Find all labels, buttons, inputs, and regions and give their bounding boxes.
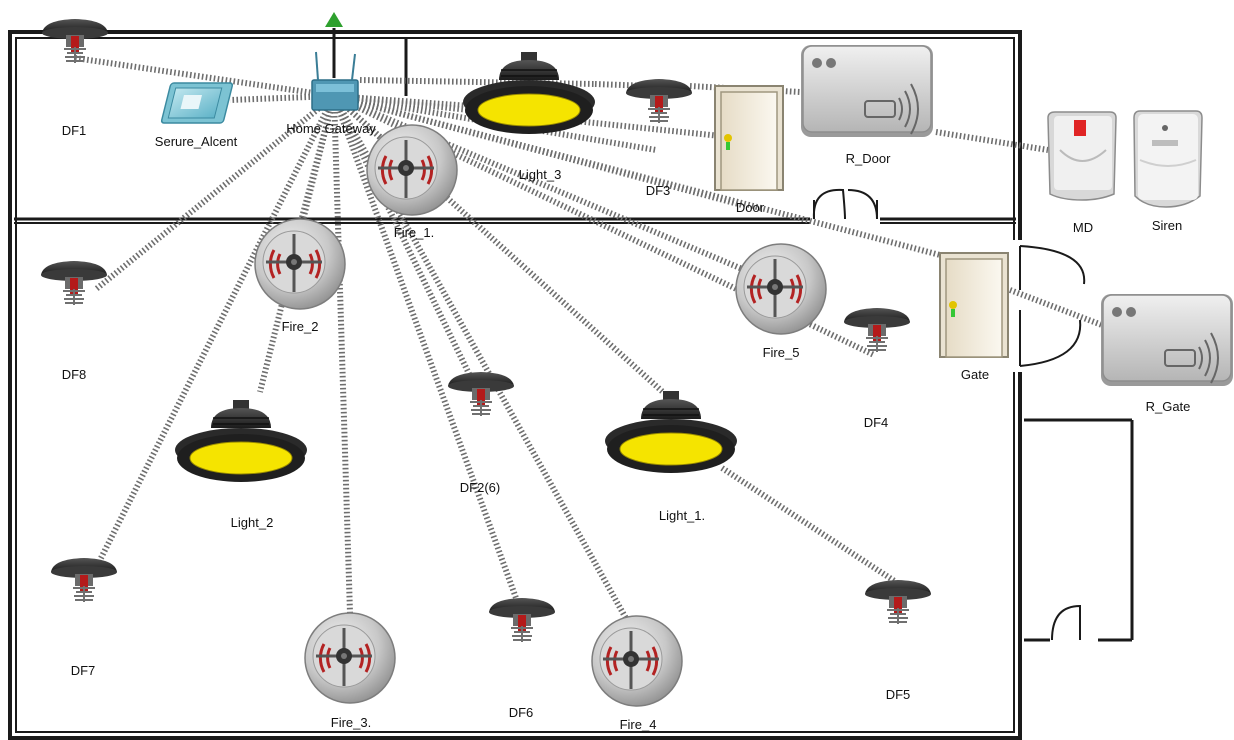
home-gateway-label: Home Gateway — [286, 121, 376, 136]
door-icon[interactable] — [714, 85, 784, 191]
siren-icon[interactable] — [1133, 110, 1203, 208]
fire5-label: Fire_5 — [762, 345, 800, 360]
df3-sprinkler-icon[interactable] — [625, 78, 693, 124]
fire4-smoke-detector-icon[interactable] — [590, 614, 684, 708]
gate-door-icon[interactable] — [939, 252, 1009, 358]
serure-alcent-tablet[interactable] — [160, 82, 234, 124]
fire4-label: Fire_4 — [619, 717, 657, 732]
fire1-label: Fire_1. — [393, 225, 435, 240]
md-motion-detector-icon[interactable] — [1047, 111, 1117, 201]
light2-lamp-icon[interactable] — [174, 399, 308, 483]
fire3-label: Fire_3. — [330, 715, 372, 730]
fire2-smoke-detector-icon[interactable] — [253, 217, 347, 311]
fire2-label: Fire_2 — [281, 319, 319, 334]
home-gateway[interactable] — [311, 12, 359, 111]
df7-label: DF7 — [70, 663, 96, 678]
df1-label: DF1 — [61, 123, 87, 138]
light1-lamp-icon[interactable] — [604, 390, 738, 474]
light2-label: Light_2 — [230, 515, 274, 530]
df1-sprinkler-icon[interactable] — [41, 18, 109, 64]
fire1-smoke-detector-icon[interactable] — [365, 123, 459, 217]
serure-alcent-label: Serure_Alcent — [154, 134, 238, 149]
df5-label: DF5 — [885, 687, 911, 702]
df8-sprinkler-icon[interactable] — [40, 260, 108, 306]
light3-lamp-icon[interactable] — [462, 51, 596, 135]
md-label: MD — [1072, 220, 1094, 235]
df5-sprinkler-icon[interactable] — [864, 579, 932, 625]
door-swings — [812, 188, 1086, 641]
light1-label: Light_1. — [658, 508, 706, 523]
df2-label: DF2(6) — [459, 480, 501, 495]
df2-sprinkler-icon[interactable] — [447, 371, 515, 417]
fire3-smoke-detector-icon[interactable] — [303, 611, 397, 705]
door-label: Door — [735, 200, 765, 215]
df3-label: DF3 — [645, 183, 671, 198]
df8-label: DF8 — [61, 367, 87, 382]
r-door-rfid-icon[interactable] — [800, 44, 934, 138]
df4-label: DF4 — [863, 415, 889, 430]
door-opening-top — [1012, 240, 1026, 372]
r-gate-label: R_Gate — [1145, 399, 1191, 414]
gate-label: Gate — [960, 367, 990, 382]
df6-sprinkler-icon[interactable] — [488, 597, 556, 643]
df6-label: DF6 — [508, 705, 534, 720]
building-walls — [8, 30, 1134, 740]
df7-sprinkler-icon[interactable] — [50, 557, 118, 603]
r-door-label: R_Door — [845, 151, 891, 166]
fire5-smoke-detector-icon[interactable] — [734, 242, 828, 336]
siren-label: Siren — [1151, 218, 1183, 233]
light3-label: Light_3 — [518, 167, 562, 182]
r-gate-rfid-icon[interactable] — [1100, 293, 1234, 387]
